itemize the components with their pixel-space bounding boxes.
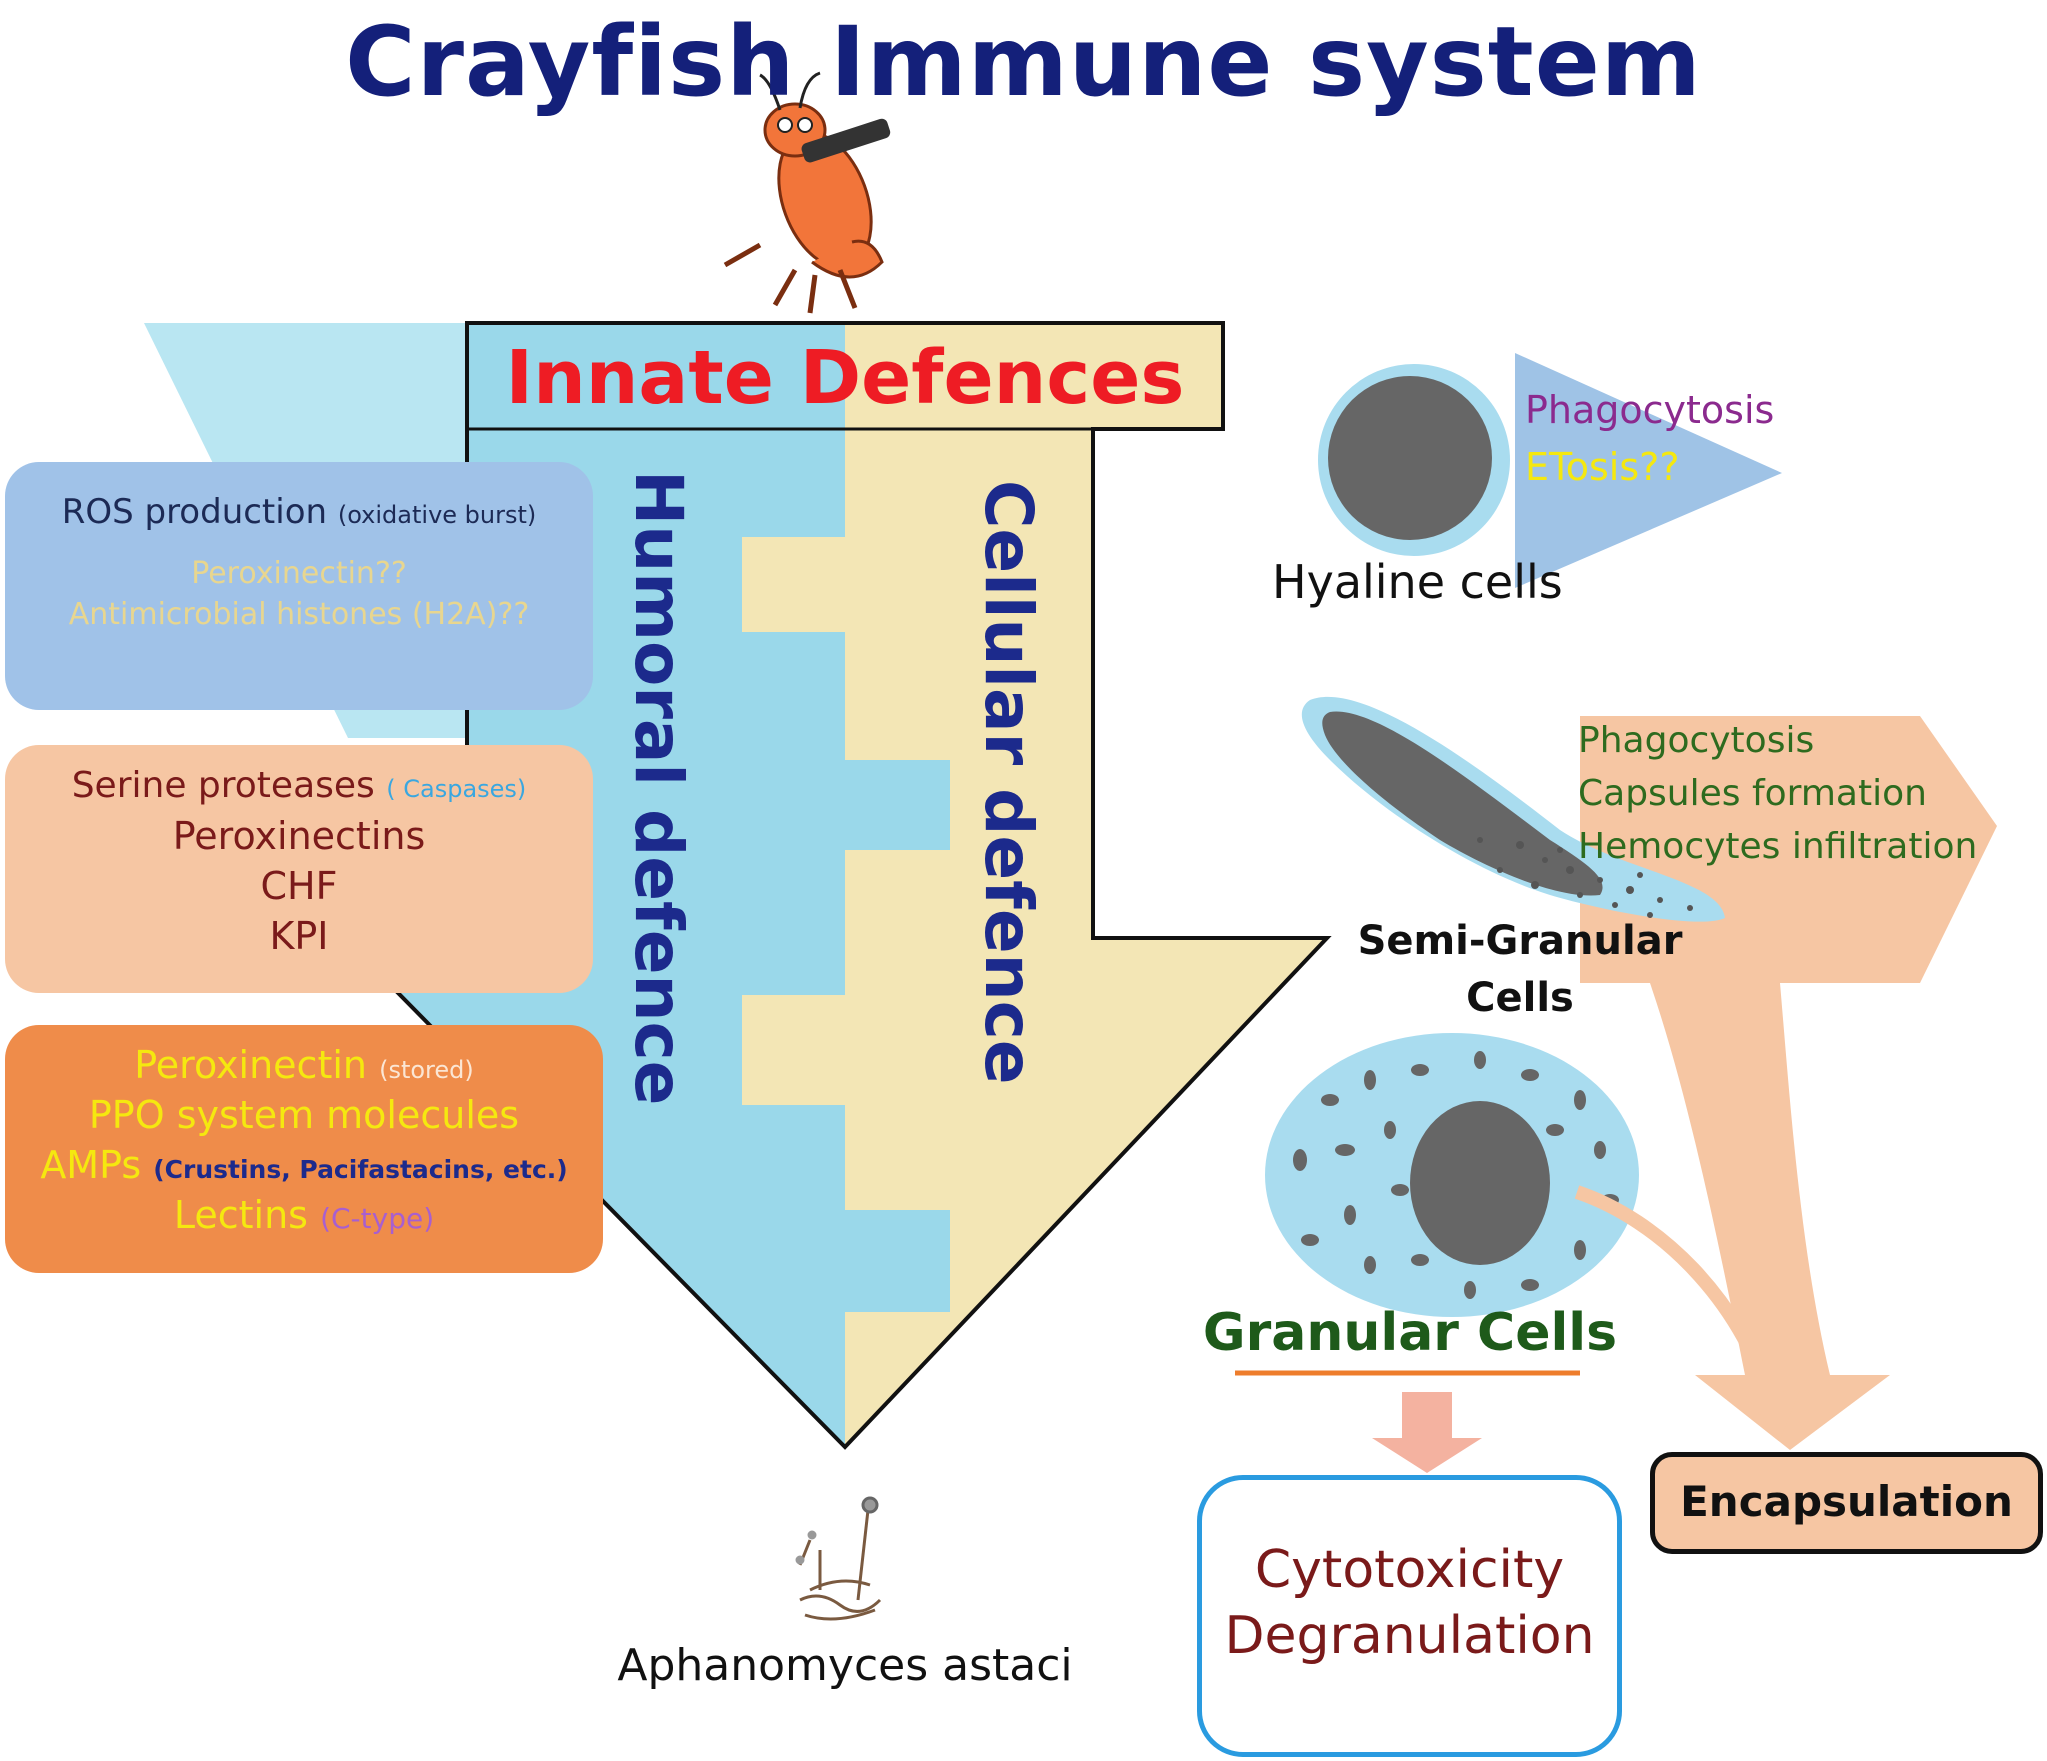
- encapsulation-text: Encapsulation: [1680, 1477, 2013, 1526]
- hyaline-cells-label: Hyaline cells: [1272, 555, 1563, 609]
- kpi-text: KPI: [269, 914, 329, 958]
- aphanomyces-pathogen-icon: [795, 1496, 882, 1621]
- stored-note: (stored): [379, 1056, 474, 1084]
- crayfish-mascot-icon: [723, 71, 891, 314]
- serine-proteases-text: Serine proteases: [71, 765, 375, 806]
- semi-granular-label-line2: Cells: [1466, 975, 1574, 1021]
- serine-proteases-box: Serine proteases ( Caspases) Peroxinecti…: [5, 745, 593, 993]
- granular-cells-label: Granular Cells: [1202, 1303, 1618, 1363]
- cytotoxicity-text: Cytotoxicity: [1254, 1540, 1565, 1600]
- peroxinectin-question-text: Peroxinectin??: [191, 556, 407, 591]
- granular-to-encapsulation-arrow: [1574, 1185, 1777, 1403]
- semi-granular-capsules-text: Capsules formation: [1578, 773, 1927, 814]
- ppo-system-text: PPO system molecules: [88, 1093, 520, 1137]
- humoral-defence-label: Humoral defence: [620, 470, 697, 1106]
- semi-granular-infiltration-text: Hemocytes infiltration: [1578, 826, 1978, 867]
- granular-cell-icon: [1235, 1033, 1639, 1376]
- peroxinectin-stored-box: Peroxinectin (stored) PPO system molecul…: [5, 1025, 603, 1273]
- hyaline-function-arrow: [1515, 353, 1782, 588]
- semi-granular-to-encapsulation-arrow: [1650, 983, 1890, 1450]
- semi-granular-label-line1: Semi-Granular: [1357, 918, 1683, 964]
- oxidative-burst-note: (oxidative burst): [337, 501, 537, 529]
- aphanomyces-astaci-label: Aphanomyces astaci: [617, 1640, 1073, 1691]
- amps-text: AMPs: [40, 1143, 142, 1187]
- semi-granular-cell-icon: [1301, 696, 1725, 922]
- granular-to-cytotoxicity-arrow: [1372, 1392, 1482, 1473]
- innate-defences-header: Innate Defences: [505, 335, 1185, 421]
- hyaline-phagocytosis-text: Phagocytosis: [1525, 388, 1775, 432]
- peroxinectin-stored-text: Peroxinectin: [134, 1043, 367, 1087]
- ros-production-box: ROS production (oxidative burst) Peroxin…: [5, 462, 593, 710]
- c-type-note: (C-type): [320, 1202, 435, 1235]
- degranulation-text: Degranulation: [1224, 1606, 1595, 1666]
- amps-note: (Crustins, Pacifastacins, etc.): [153, 1155, 568, 1184]
- cellular-defence-label: Cellular defence: [970, 480, 1047, 1085]
- page-title: Crayfish Immune system: [345, 6, 1702, 118]
- chf-text: CHF: [260, 864, 338, 908]
- antimicrobial-histones-text: Antimicrobial histones (H2A)??: [68, 597, 530, 632]
- hyaline-etosis-text: ETosis??: [1525, 445, 1680, 489]
- encapsulation-box: Encapsulation: [1650, 1452, 2043, 1554]
- lectins-text: Lectins: [173, 1193, 308, 1237]
- cytotoxicity-box: Cytotoxicity Degranulation: [1197, 1475, 1622, 1757]
- caspases-note: ( Caspases): [386, 775, 527, 803]
- ros-production-text: ROS production: [61, 492, 328, 532]
- peroxinectins-text: Peroxinectins: [172, 814, 426, 858]
- semi-granular-phagocytosis-text: Phagocytosis: [1578, 720, 1815, 761]
